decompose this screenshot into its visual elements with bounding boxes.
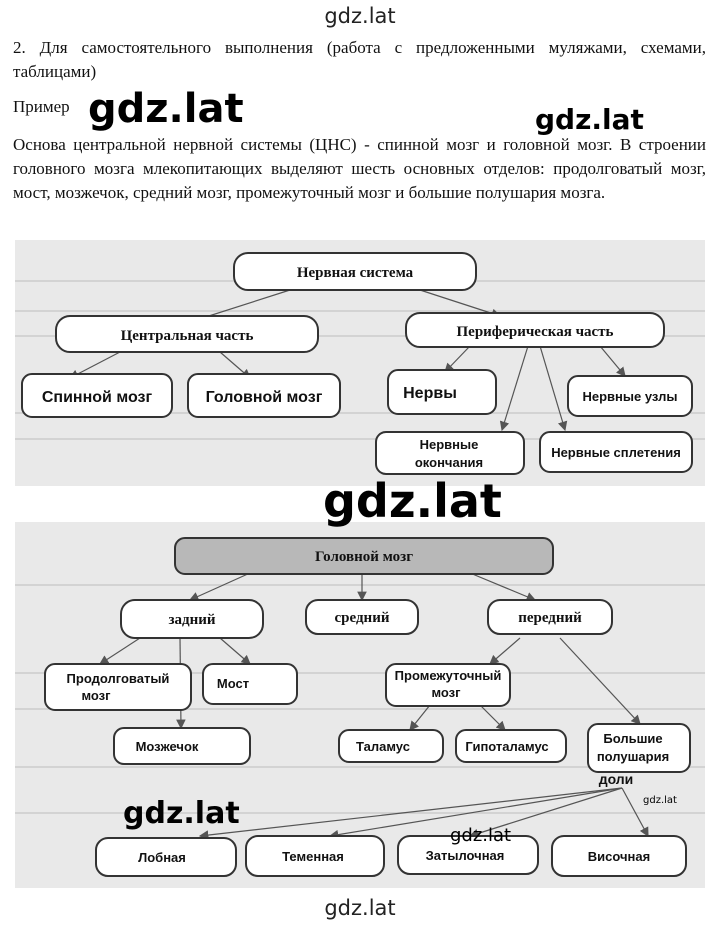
- node-nerve-ganglia-label: Нервные узлы: [582, 389, 677, 404]
- node-hemispheres: Большие полушария: [587, 723, 691, 773]
- watermark-medium-1: gdz.lat: [123, 796, 240, 831]
- node-nerve-plexuses: Нервные сплетения: [539, 431, 693, 473]
- node-central-part-label: Центральная часть: [121, 328, 254, 344]
- diagram2-connectors: [98, 572, 649, 840]
- node-nervous-system-label: Нервная система: [297, 265, 414, 281]
- node-hemispheres-label-2: полушария: [597, 749, 669, 764]
- node-pons: Мост: [202, 663, 298, 705]
- node-diencephalon-label-2: мозг: [431, 685, 461, 700]
- lobes-label: доли: [599, 771, 634, 787]
- node-peripheral-part: Периферическая часть: [405, 312, 665, 348]
- node-diencephalon: Промежуточный мозг: [385, 663, 511, 707]
- node-occipital-lobe: Затылочная: [397, 835, 539, 875]
- node-hemispheres-label-1: Большие: [603, 731, 662, 746]
- node-forebrain: передний: [487, 599, 613, 635]
- watermark-large-3: gdz.lat: [323, 474, 502, 528]
- watermark-bottom: gdz.lat: [324, 896, 396, 920]
- node-parietal-lobe: Теменная: [245, 835, 385, 877]
- node-nerves-label: Нервы: [403, 385, 457, 402]
- node-nerve-endings-label-2: окончания: [415, 455, 483, 470]
- node-hindbrain: задний: [120, 599, 264, 639]
- node-medulla-label-2: мозг: [81, 688, 111, 703]
- node-frontal-lobe: Лобная: [95, 837, 237, 877]
- node-nerve-endings: Нервные окончания: [375, 431, 525, 475]
- node-brain-root-label: Головной мозг: [315, 549, 413, 565]
- watermark-small: gdz.lat: [643, 795, 677, 806]
- node-brain-label: Головной мозг: [206, 389, 323, 406]
- node-nervous-system: Нервная система: [233, 252, 477, 291]
- node-nerve-plexuses-label: Нервные сплетения: [551, 445, 681, 460]
- task-text: 2. Для самостоятельного выполнения (рабо…: [13, 38, 706, 81]
- node-nerve-ganglia: Нервные узлы: [567, 375, 693, 417]
- node-midbrain: средний: [305, 599, 419, 635]
- node-frontal-lobe-label: Лобная: [138, 850, 186, 865]
- node-nerve-endings-label-1: Нервные: [420, 437, 479, 452]
- node-brain-root: Головной мозг: [174, 537, 554, 575]
- node-hypothalamus-label: Гипоталамус: [465, 739, 548, 754]
- node-peripheral-part-label: Периферическая часть: [457, 324, 614, 340]
- node-thalamus: Таламус: [338, 729, 444, 763]
- node-cerebellum: Мозжечок: [113, 727, 251, 765]
- node-pons-label: Мост: [217, 676, 249, 691]
- node-brain: Головной мозг: [187, 373, 341, 418]
- node-hindbrain-label: задний: [168, 612, 215, 628]
- node-spinal-cord: Спинной мозг: [21, 373, 173, 418]
- node-parietal-lobe-label: Теменная: [282, 849, 344, 864]
- node-cerebellum-label: Мозжечок: [136, 739, 199, 754]
- watermark-large-2: gdz.lat: [535, 103, 644, 136]
- node-medulla: Продолговатый мозг: [44, 663, 192, 711]
- watermark-medium-2: gdz.lat: [450, 825, 512, 846]
- node-nerves: Нервы: [387, 369, 497, 415]
- node-hypothalamus: Гипоталамус: [455, 729, 567, 763]
- node-temporal-lobe: Височная: [551, 835, 687, 877]
- node-central-part: Центральная часть: [55, 315, 319, 353]
- node-occipital-lobe-label: Затылочная: [426, 848, 505, 863]
- node-forebrain-label: передний: [518, 610, 582, 626]
- node-spinal-cord-label: Спинной мозг: [42, 389, 153, 406]
- example-label: Пример: [13, 97, 70, 116]
- intro-paragraph: Основа центральной нервной системы (ЦНС)…: [13, 135, 706, 202]
- node-temporal-lobe-label: Височная: [588, 849, 650, 864]
- node-medulla-label-1: Продолговатый: [67, 671, 170, 686]
- node-midbrain-label: средний: [335, 610, 390, 626]
- node-diencephalon-label-1: Промежуточный: [395, 668, 502, 683]
- watermark-top: gdz.lat: [324, 4, 396, 28]
- watermark-large-1: gdz.lat: [88, 86, 244, 132]
- node-thalamus-label: Таламус: [356, 739, 410, 754]
